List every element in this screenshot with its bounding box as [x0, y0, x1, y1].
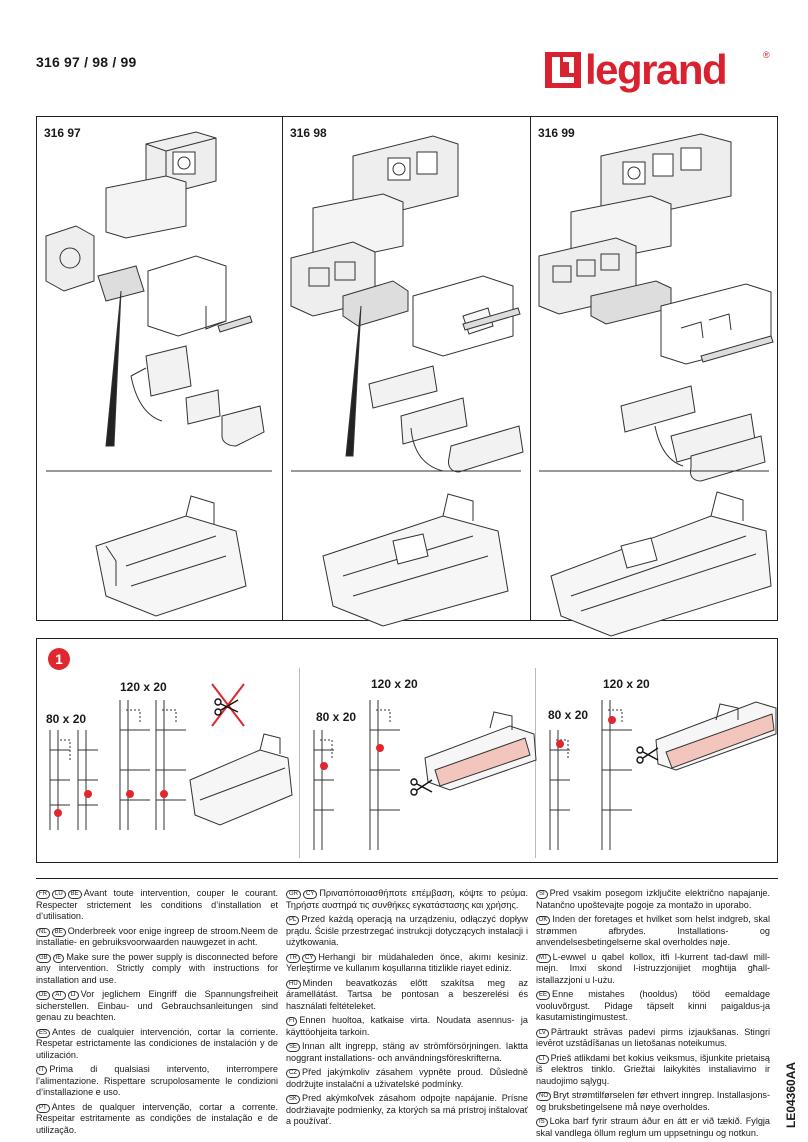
legrand-logo-icon — [545, 52, 581, 88]
step-panel-divider — [535, 668, 536, 858]
step-1-frame — [36, 638, 778, 863]
dim-small-label: 80 x 20 — [316, 710, 357, 724]
dim-small-label: 80 x 20 — [46, 712, 87, 726]
legrand-logo: legrand ® — [543, 44, 773, 100]
exploded-view-31697 — [45, 131, 272, 617]
dim-large-label: 120 x 20 — [371, 677, 418, 691]
panel-label-31699: 316 99 — [538, 126, 575, 140]
step-view-1 — [49, 683, 293, 830]
product-reference: 316 97 / 98 / 99 — [36, 54, 137, 70]
brand-name: legrand — [585, 46, 728, 93]
dim-large-label: 120 x 20 — [120, 680, 167, 694]
panel-label-31697: 316 97 — [44, 126, 81, 140]
step-view-2 — [313, 700, 537, 850]
marker-dot-icon — [54, 809, 62, 817]
registered-mark: ® — [763, 50, 770, 60]
scissors-icon — [636, 746, 659, 764]
step-view-3 — [549, 700, 777, 850]
step-number-badge: 1 — [48, 648, 70, 670]
panel-divider — [530, 116, 531, 621]
exploded-view-31698 — [290, 135, 524, 627]
panel-divider — [282, 116, 283, 621]
instructions-top-rule — [36, 878, 778, 879]
crossed-out-icon — [211, 683, 245, 727]
scissors-icon — [214, 698, 239, 716]
panel-label-31698: 316 98 — [290, 126, 327, 140]
top-diagram-frame — [36, 116, 778, 621]
scissors-icon — [410, 778, 433, 796]
dim-large-label: 120 x 20 — [603, 677, 650, 691]
exploded-view-31699 — [538, 133, 774, 637]
step-panel-divider — [299, 668, 300, 858]
document-code: LE04360AA — [784, 1061, 798, 1128]
dim-small-label: 80 x 20 — [548, 708, 589, 722]
